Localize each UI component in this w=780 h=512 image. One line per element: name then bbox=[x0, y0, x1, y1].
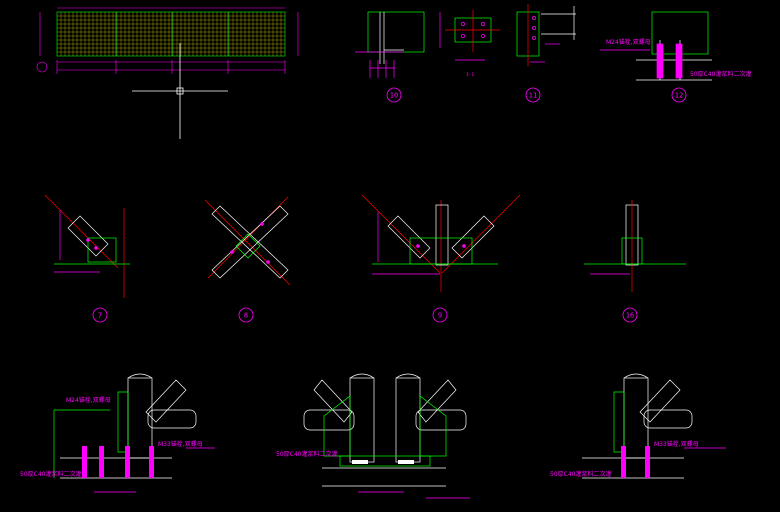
detail-11-drawing bbox=[516, 4, 576, 66]
center-base-grout-note: 50厚C40灌浆料二次灌 bbox=[276, 450, 337, 458]
detail-12-drawing bbox=[600, 11, 712, 81]
detail-12-bolt-note: M24锚栓,双螺母 bbox=[606, 38, 651, 46]
detail-16-drawing bbox=[584, 200, 686, 292]
detail-10-bubble bbox=[386, 87, 402, 103]
column-base-left-drawing bbox=[53, 373, 215, 493]
detail-10-drawing bbox=[355, 10, 500, 78]
detail-11-bubble bbox=[525, 87, 541, 103]
column-base-right-drawing bbox=[582, 373, 726, 479]
left-base-bolt-m24-note: M24锚栓,双螺母 bbox=[66, 396, 111, 404]
detail-12-number: 12 bbox=[675, 92, 683, 100]
section-1-1-label: 1-1 bbox=[466, 72, 474, 78]
detail-7-drawing bbox=[44, 194, 130, 298]
detail-12-tag[interactable]: 12 bbox=[671, 87, 687, 103]
detail-8-bubble bbox=[238, 307, 254, 323]
grating-mesh bbox=[57, 12, 285, 56]
detail-16-tag[interactable]: 16 bbox=[622, 307, 638, 323]
grating-plan-view bbox=[36, 7, 299, 74]
detail-10-number: 10 bbox=[390, 92, 398, 100]
grating-outline bbox=[56, 11, 286, 57]
detail-16-number: 16 bbox=[626, 312, 634, 320]
right-base-bolt-m33-note: M33锚栓,双螺母 bbox=[654, 440, 699, 448]
detail-10-tag[interactable]: 10 bbox=[386, 87, 402, 103]
detail-11-tag[interactable]: 11 bbox=[525, 87, 541, 103]
detail-7-bubble bbox=[92, 307, 108, 323]
detail-16-bubble bbox=[622, 307, 638, 323]
left-base-bolt-m33-note: M33锚栓,双螺母 bbox=[158, 440, 203, 448]
cad-crosshair-cursor bbox=[132, 43, 228, 139]
grid-bubble bbox=[36, 61, 48, 73]
detail-8-number: 8 bbox=[244, 312, 248, 320]
detail-9-bubble bbox=[432, 307, 448, 323]
detail-9-tag[interactable]: 9 bbox=[432, 307, 448, 323]
detail-12-grout-note: 50厚C40灌浆料二次灌 bbox=[690, 70, 751, 78]
detail-11-number: 11 bbox=[529, 92, 537, 100]
detail-7-tag[interactable]: 7 bbox=[92, 307, 108, 323]
left-base-grout-note: 50厚C40灌浆料二次灌 bbox=[20, 470, 81, 478]
detail-8-tag[interactable]: 8 bbox=[238, 307, 254, 323]
column-base-center-drawing bbox=[303, 373, 470, 499]
detail-7-number: 7 bbox=[98, 312, 102, 320]
right-base-grout-note: 50厚C40灌浆料二次灌 bbox=[550, 470, 611, 478]
detail-9-drawing bbox=[361, 194, 521, 292]
detail-9-number: 9 bbox=[438, 312, 442, 320]
detail-8-drawing bbox=[204, 196, 291, 286]
detail-12-bubble bbox=[671, 87, 687, 103]
